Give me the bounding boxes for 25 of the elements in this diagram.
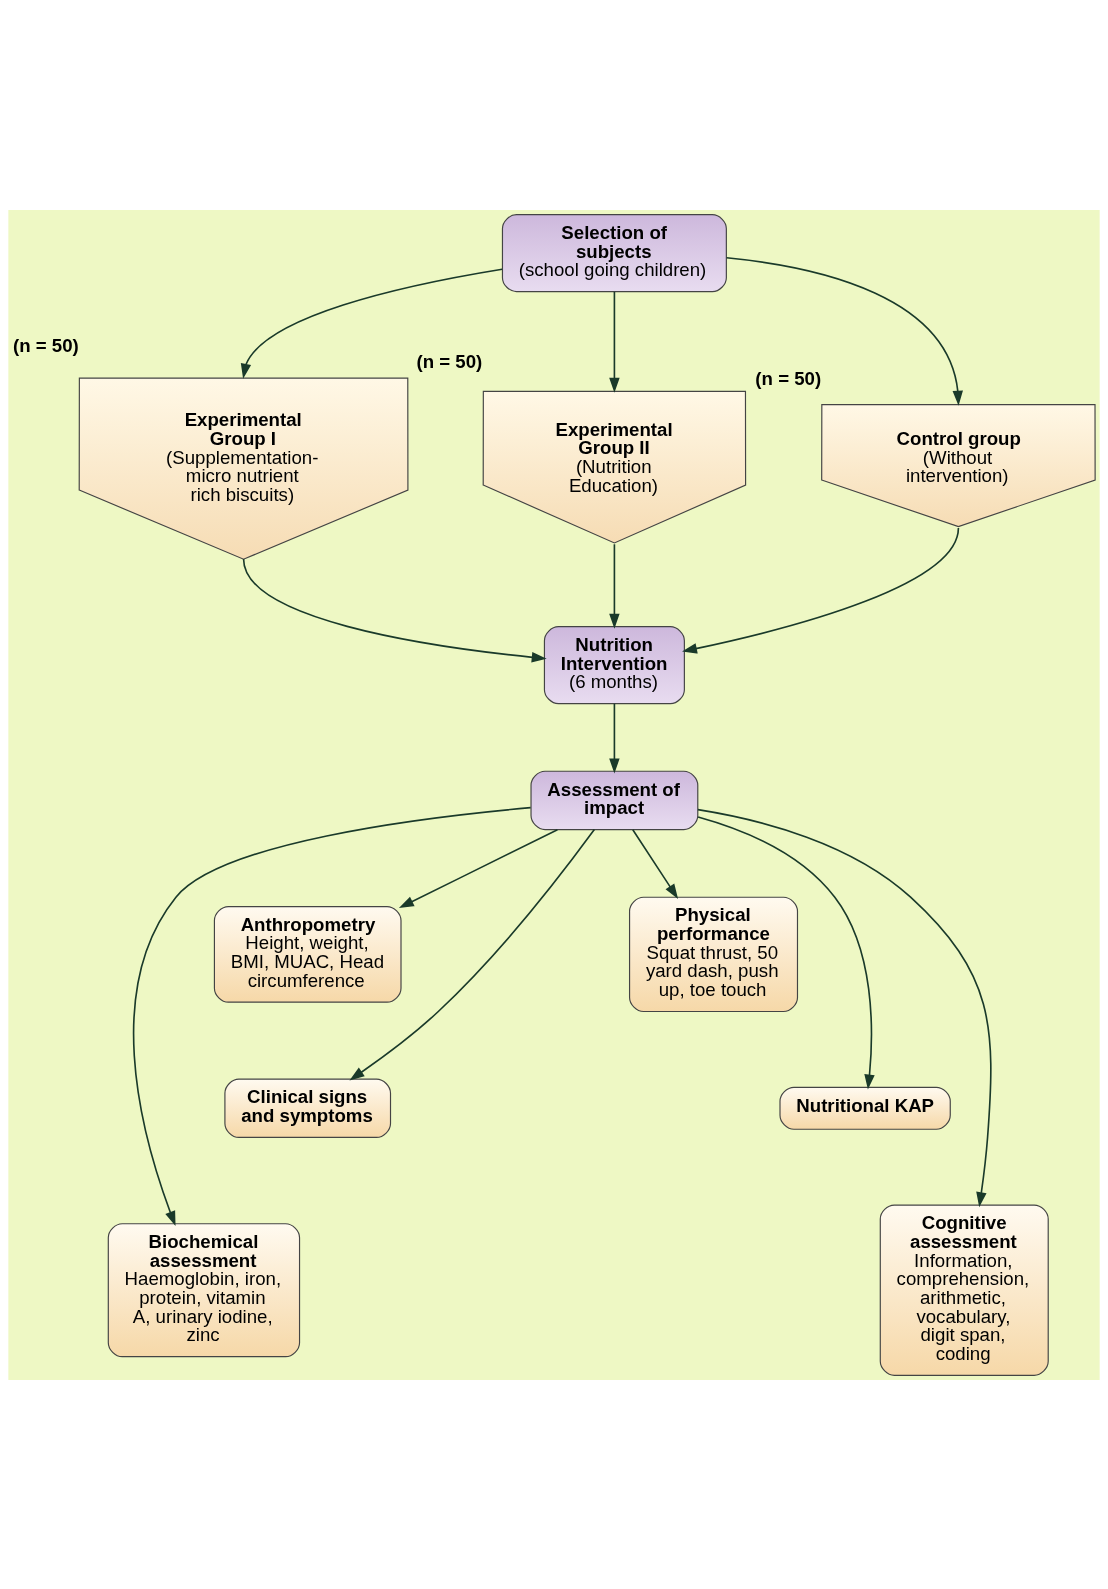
arrow [349, 828, 596, 1080]
node-label: (n = 50) [416, 350, 483, 372]
node-label: (n = 50) [13, 334, 79, 356]
arrow [682, 526, 960, 654]
arrow [240, 267, 503, 379]
arrow [725, 256, 963, 406]
node-box: Clinical signs and symptoms [224, 1078, 392, 1138]
node-box: Biochemical assessment Haemoglobin, iron, protein, vitamin A, urinary iodine, zinc [107, 1222, 301, 1357]
node-box: Selection of subjects (school going children) [501, 213, 727, 292]
arrow [132, 806, 532, 1226]
node-box: Anthropometry Height, weight, BMI, MUAC, Head circumference [213, 905, 402, 1003]
node-box: Nutritional KAP [779, 1086, 951, 1130]
arrow [697, 808, 992, 1207]
arrow [632, 828, 679, 899]
arrow [609, 702, 620, 773]
arrow [609, 290, 620, 393]
arrow [398, 828, 559, 908]
arrow [242, 557, 547, 662]
arrow [609, 542, 620, 629]
node-label: (n = 50) [755, 367, 822, 389]
node-box: Cognitive assessment Information, comprehension, arithmetic, vocabulary, digit span, coding [879, 1204, 1049, 1376]
node-box: Assessment of impact [530, 770, 699, 830]
node-box: Nutrition Intervention (6 months) [543, 625, 685, 704]
node-box: Physical performance Squat thrust, 50 yard dash, push up, toe touch [629, 896, 799, 1012]
arrow [697, 815, 875, 1090]
